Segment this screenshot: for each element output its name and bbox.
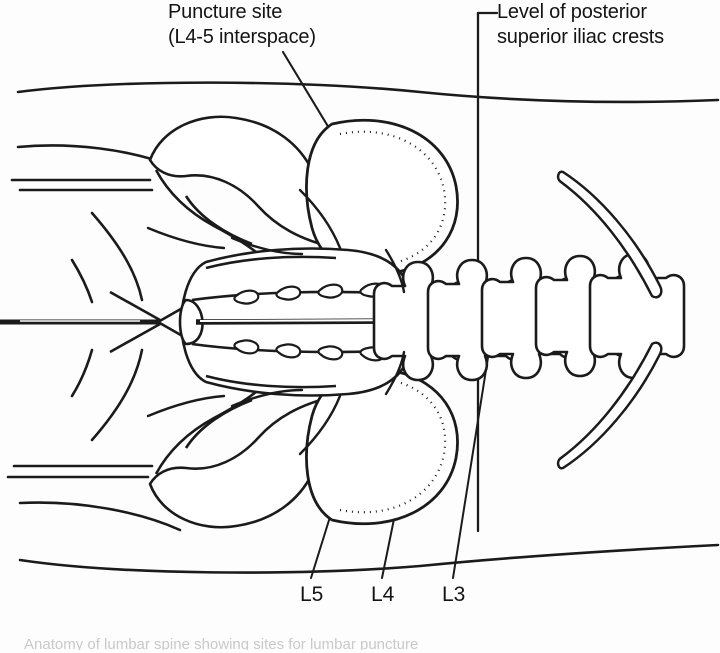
ischium-upper: [230, 236, 304, 256]
coccyx: [156, 298, 204, 346]
psis-lower-mass-inner: [339, 380, 447, 514]
ribs-twelfth: [556, 170, 663, 470]
body-surface-contours: [6, 81, 720, 574]
vertebra-label-l4: L4: [371, 583, 395, 606]
annotation-puncture-site: Puncture site (L4-5 interspace): [168, 0, 316, 50]
annotation-puncture-site-line1: Puncture site: [168, 1, 283, 23]
contour-thigh-lower-left: [18, 501, 182, 532]
contour-back-upper: [16, 81, 720, 104]
sacral-foramen-l3: [317, 345, 344, 361]
annotation-iliac-crest-level: Level of posterior superior iliac crests: [497, 0, 664, 50]
vertebra-label-l5: L5: [300, 583, 324, 606]
sacral-foramen-l1: [233, 339, 260, 355]
ilium-lower-sciatic-notch: [184, 398, 253, 449]
sacral-foramen-u3: [317, 283, 344, 299]
vertebra-label-l3: L3: [442, 583, 466, 606]
sacrum-ala-upper: [205, 255, 337, 270]
contour-buttock-upper: [90, 211, 144, 302]
rib-twelfth-upper: [556, 170, 663, 299]
contour-buttock-lower: [90, 348, 144, 442]
gluteal-fold-lower: [109, 322, 161, 354]
contour-buttock-lower-2: [70, 348, 94, 398]
annotation-iliac-crest-line2: superior iliac crests: [497, 26, 664, 48]
coccyx-segment: [178, 298, 204, 346]
posterior-iliac-spine-masses: [305, 118, 459, 526]
gluteal-fold-upper: [109, 290, 161, 322]
contour-back-lower: [18, 543, 720, 574]
midline-axis: [0, 290, 161, 354]
ilium-edge-upper: [298, 188, 342, 250]
si-joint-lower: [384, 350, 406, 396]
figure-caption: Anatomy of lumbar spine showing sites fo…: [24, 636, 419, 650]
sacral-foramen-l2: [275, 343, 302, 359]
vertebra-l1: [588, 252, 686, 380]
contour-buttock-upper-2: [70, 258, 94, 304]
annotation-puncture-site-line2: (L4-5 interspace): [168, 26, 316, 48]
annotation-iliac-crest-line1: Level of posterior: [497, 1, 647, 23]
sacrum-ala-lower: [205, 374, 337, 389]
femur-head-upper: [146, 226, 226, 250]
ilium-upper-sciatic-notch: [184, 195, 253, 246]
ischium-lower: [230, 388, 304, 408]
sacral-foramen-u2: [275, 285, 302, 301]
ilium-edge-lower: [298, 394, 342, 456]
lumbar-vertebrae: [372, 252, 686, 382]
psis-upper-mass-inner: [339, 130, 447, 264]
sacral-foramen-u1: [233, 289, 260, 305]
accessory-bone-lines: [146, 188, 406, 456]
rib-twelfth-lower: [556, 341, 663, 470]
si-joint-upper: [384, 248, 406, 294]
femur-head-lower: [146, 394, 226, 418]
